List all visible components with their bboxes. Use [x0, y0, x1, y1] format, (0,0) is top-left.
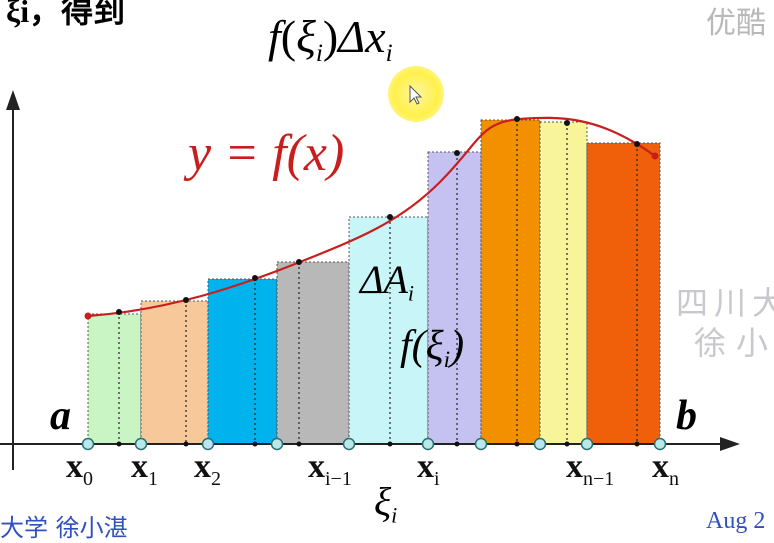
- height-label: f(ξi): [400, 322, 464, 373]
- watermark-right-2: 徐小: [694, 324, 774, 362]
- x-label-x-n: xn: [652, 448, 679, 491]
- curve-sample-point-5: [387, 214, 393, 220]
- xnm1-sub: n−1: [583, 468, 615, 490]
- x2-sub: 2: [211, 468, 221, 490]
- x-label-x-i-minus-1: xi−1: [308, 448, 352, 491]
- xi-point-2: [183, 441, 189, 447]
- curve-label: y = f(x): [188, 125, 345, 182]
- curve-sample-point-1: [116, 309, 122, 315]
- curve-sample-point-7: [514, 116, 520, 122]
- subinterval-rect-3: [207, 278, 278, 445]
- formula-delta-x: Δx: [338, 11, 386, 62]
- xnm1-main: x: [566, 448, 583, 485]
- area-label-sub: i: [407, 280, 415, 306]
- partition-node-2: [201, 437, 215, 451]
- formula-f: f: [268, 11, 281, 62]
- formula-paren-open: (: [280, 11, 297, 62]
- xi-point-label: ξi: [374, 478, 397, 529]
- subinterval-rect-1: [87, 313, 142, 445]
- xi-point-9: [634, 441, 640, 447]
- x-label-x-n-minus-1: xn−1: [566, 448, 614, 491]
- curve-sample-point-3: [252, 275, 258, 281]
- curve-sample-point-9: [634, 141, 640, 147]
- xi-point-7: [514, 441, 520, 447]
- height-label-sub: i: [443, 346, 451, 373]
- x0-sub: 0: [83, 468, 93, 490]
- xi-main: x: [417, 448, 434, 485]
- xn-sub: n: [669, 468, 679, 490]
- partition-node-5: [421, 437, 435, 451]
- x-label-x2: x2: [194, 448, 221, 491]
- x0-main: x: [66, 448, 83, 485]
- top-left-text-fragment: ξi，得到: [6, 0, 125, 32]
- watermark-bottom-left: 大学 徐小湛: [0, 514, 128, 542]
- subinterval-rect-7: [480, 119, 541, 445]
- watermark-top-right: 优酷: [706, 6, 766, 41]
- watermark-right-1: 四川大: [676, 284, 774, 322]
- formula-xi: ξ: [296, 11, 316, 62]
- xi-point-main: ξ: [374, 479, 392, 524]
- partition-node-8: [580, 437, 594, 451]
- watermark-bottom-right: Aug 2: [706, 508, 766, 534]
- xim1-sub: i−1: [325, 468, 352, 490]
- area-element-label: ΔAi: [360, 256, 414, 307]
- fragment-text: ξi，得到: [6, 0, 126, 29]
- mouse-pointer-icon: [409, 84, 423, 105]
- x-label-x1: x1: [131, 448, 158, 491]
- x1-main: x: [131, 448, 148, 485]
- sum-term-formula: f(ξi)Δxi: [268, 10, 393, 68]
- formula-delta-x-sub: i: [385, 38, 393, 67]
- xi-point-3: [252, 441, 258, 447]
- x-label-x-i: xi: [417, 448, 440, 491]
- formula-paren-close: ): [322, 11, 339, 62]
- curve-sample-point-2: [183, 297, 189, 303]
- xn-main: x: [652, 448, 669, 485]
- curve-start-dot: [84, 312, 92, 320]
- partition-node-1: [134, 437, 148, 451]
- xi-point-1: [116, 441, 122, 447]
- curve-sample-point-6: [454, 150, 460, 156]
- xi-sub: i: [434, 468, 440, 490]
- x1-sub: 1: [148, 468, 158, 490]
- curve-sample-point-8: [564, 120, 570, 126]
- x2-main: x: [194, 448, 211, 485]
- xi-point-sub: i: [391, 502, 398, 528]
- cursor-highlight: [388, 66, 444, 122]
- xi-point-4: [296, 441, 302, 447]
- function-curve: [87, 116, 656, 318]
- x-label-x0: x0: [66, 448, 93, 491]
- subinterval-rect-6: [427, 151, 482, 445]
- formula-xi-sub: i: [315, 38, 323, 67]
- subinterval-rect-5: [348, 216, 429, 445]
- subinterval-rect-4: [276, 261, 350, 445]
- partition-node-7: [533, 437, 547, 451]
- endpoint-a-label: a: [50, 393, 71, 439]
- subinterval-rect-2: [140, 300, 209, 445]
- height-label-close: ): [450, 323, 465, 369]
- height-label-f: f(ξ: [400, 323, 444, 369]
- subinterval-rect-9: [586, 142, 661, 445]
- y-axis-arrow: [6, 90, 20, 110]
- xim1-main: x: [308, 448, 325, 485]
- xi-point-6: [454, 441, 460, 447]
- xi-point-5: [387, 441, 393, 447]
- endpoint-b-label: b: [676, 393, 697, 439]
- x-axis-arrow: [720, 437, 740, 451]
- area-label-main: ΔA: [360, 257, 408, 302]
- xi-point-8: [564, 441, 570, 447]
- curve-sample-point-4: [296, 259, 302, 265]
- partition-node-0: [81, 437, 95, 451]
- partition-node-6: [474, 437, 488, 451]
- partition-node-4: [342, 437, 356, 451]
- subinterval-rect-8: [539, 121, 588, 445]
- partition-node-9: [653, 437, 667, 451]
- partition-node-3: [270, 437, 284, 451]
- curve-end-dot: [651, 152, 659, 160]
